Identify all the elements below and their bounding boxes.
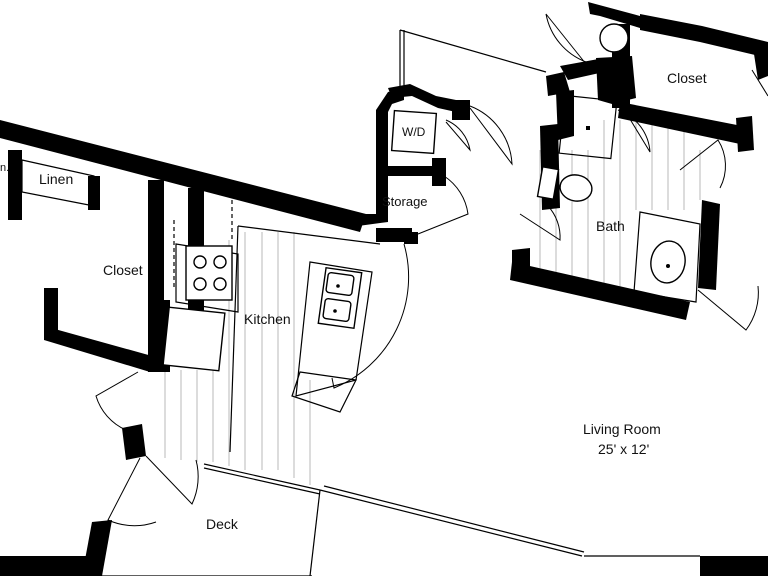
kitchen-floor-hatching — [164, 232, 311, 485]
room-label-linen: Linen — [39, 171, 74, 187]
room-label-deck: Deck — [206, 516, 238, 532]
room-label-kitchen: Kitchen — [244, 311, 291, 327]
room-label-closet-left: Closet — [103, 262, 143, 278]
thin-outlines — [21, 29, 701, 576]
refrigerator-icon — [162, 306, 226, 372]
washer-dryer-icon — [390, 109, 438, 155]
door-swings — [95, 13, 768, 527]
room-label-storage: Storage — [382, 194, 428, 209]
room-label-washer-dryer: W/D — [402, 125, 426, 139]
bath-sink-icon — [650, 240, 686, 284]
room-label-cut-off: n. — [0, 162, 10, 174]
stove-icon — [185, 245, 233, 301]
water-heater-icon — [599, 23, 629, 53]
room-label-bath: Bath — [596, 218, 625, 234]
toilet-icon — [536, 166, 593, 202]
room-label-closet-right: Closet — [667, 70, 707, 86]
room-label-living-room-size: 25' x 12' — [598, 441, 650, 457]
room-label-living-room: Living Room — [583, 421, 661, 437]
kitchen-sink-icon — [317, 266, 363, 330]
appliances — [162, 23, 686, 372]
